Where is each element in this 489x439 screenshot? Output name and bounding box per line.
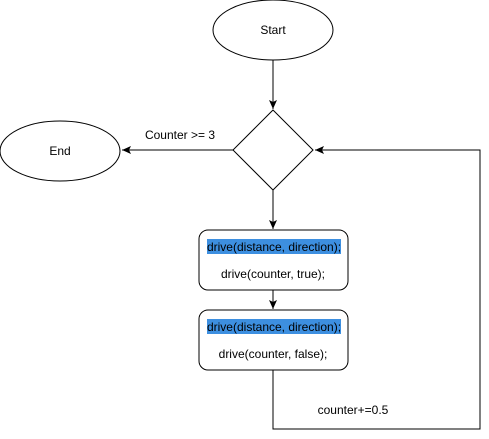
increment-label: counter+=0.5 — [318, 403, 389, 417]
process-1-highlight — [207, 239, 341, 254]
process-1-text: drive(counter, true); — [221, 267, 325, 281]
process-1-highlighted-text: drive(distance, direction); — [207, 240, 341, 254]
end-node[interactable] — [0, 120, 121, 182]
end-label: End — [49, 144, 70, 158]
process-2-highlighted-text: drive(distance, direction); — [207, 320, 341, 334]
edge-loop-back-to-decision — [272, 146, 481, 430]
process-2-highlight — [207, 319, 341, 334]
start-label: Start — [260, 23, 286, 37]
decision-diamond[interactable] — [232, 109, 314, 191]
condition-label: Counter >= 3 — [145, 128, 215, 142]
process-2-text: drive(counter, false); — [219, 347, 328, 361]
